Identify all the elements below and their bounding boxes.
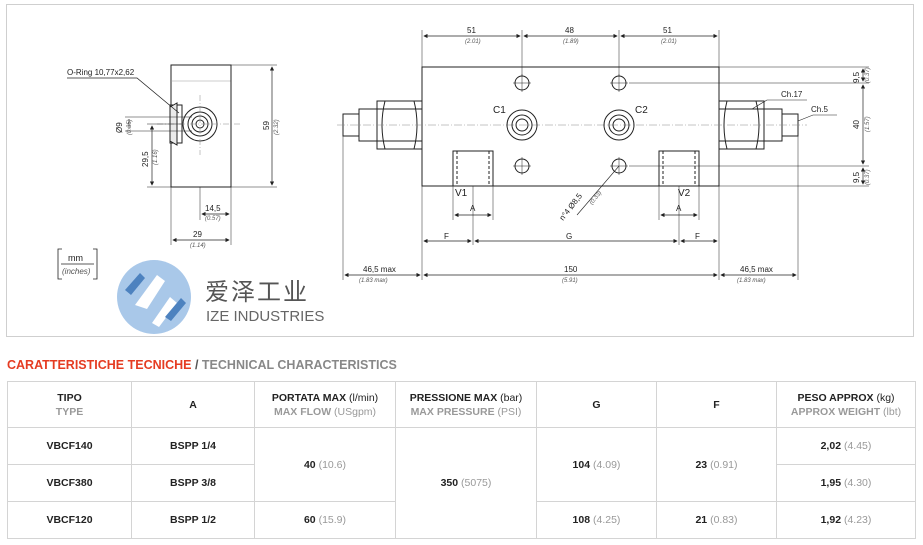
top-dim-1: 51 <box>467 26 476 35</box>
cell-tipo: VBCF140 <box>7 427 132 465</box>
port-c1-label: C1 <box>493 105 506 116</box>
overall-center: 150 <box>564 265 578 274</box>
header-pressure: PRESSIONE MAX (bar)MAX PRESSURE (PSI) <box>395 381 537 428</box>
f-dim-left: F <box>444 232 449 241</box>
hole-inch: (0.33) <box>589 190 603 206</box>
port-v2 <box>658 150 700 187</box>
cell-pressure: 350 (5075) <box>395 427 537 539</box>
right-dim-3-inch: (0.37) <box>865 169 871 185</box>
cell-tipo: VBCF380 <box>7 464 132 502</box>
units-inches: (inches) <box>62 267 91 276</box>
top-dim-3-inch: (2.01) <box>661 39 677 45</box>
header-a: A <box>131 381 255 428</box>
table-row: VBCF140 BSPP 1/4 40 (10.6) 350 (5075) 10… <box>7 427 916 539</box>
side-offset-label: 14,5 <box>205 204 221 213</box>
right-dim-2: 40 <box>852 120 861 129</box>
side-port-height-inch: (1.16) <box>153 149 159 165</box>
overall-right-inch: (1.83 max) <box>737 278 766 284</box>
top-dim-2: 48 <box>565 26 574 35</box>
top-dim-1-inch: (2.01) <box>465 39 481 45</box>
cell-g: 108 (4.25) <box>536 501 657 539</box>
port-c2 <box>603 109 635 141</box>
cell-f: 23 (0.91) <box>656 427 777 502</box>
overall-left: 46,5 max <box>363 265 396 274</box>
section-title: CARATTERISTICHE TECNICHE / TECHNICAL CHA… <box>7 358 397 372</box>
side-height-inch: (2.32) <box>274 119 280 135</box>
section-title-it: CARATTERISTICHE TECNICHE <box>7 358 192 372</box>
header-f: F <box>656 381 777 428</box>
side-view <box>67 64 277 245</box>
technical-drawing: O-Ring 10,77x2,62 59 (2.32) 29 (1.14) 14… <box>57 26 871 334</box>
units-legend <box>57 248 98 280</box>
side-diameter-label: Ø9 <box>115 122 124 133</box>
front-view <box>337 30 869 280</box>
overall-left-inch: (1.83 max) <box>359 278 388 284</box>
side-width-inch: (1.14) <box>190 243 206 249</box>
cell-g: 104 (4.09) <box>536 427 657 502</box>
right-dim-2-inch: (1.57) <box>865 116 871 132</box>
side-diameter-inch: (0.35) <box>127 119 133 135</box>
table-row: VBCF120 BSPP 1/2 60 (15.9) 108 (4.25) 21… <box>7 501 916 539</box>
cell-a: BSPP 3/8 <box>131 464 255 502</box>
port-v1-label: V1 <box>455 188 468 199</box>
port-v1 <box>452 150 494 187</box>
table-row: VBCF380 BSPP 3/8 1,95 (4.30) <box>7 464 916 502</box>
top-dim-3: 51 <box>663 26 672 35</box>
port-v2-label: V2 <box>678 188 691 199</box>
ize-logo <box>117 260 191 334</box>
front-view-body <box>421 66 720 187</box>
header-flow: PORTATA MAX (l/min)MAX FLOW (USgpm) <box>254 381 396 428</box>
a-dim-left: A <box>470 204 476 213</box>
port-c2-label: C2 <box>635 105 648 116</box>
cell-weight: 2,02 (4.45) <box>776 427 916 465</box>
cell-flow: 40 (10.6) <box>254 427 396 502</box>
overall-center-inch: (5.91) <box>562 278 578 284</box>
cell-weight: 1,92 (4.23) <box>776 501 916 539</box>
overall-right: 46,5 max <box>740 265 773 274</box>
header-g: G <box>536 381 657 428</box>
g-dim: G <box>566 232 572 241</box>
oring-label: O-Ring 10,77x2,62 <box>67 68 135 77</box>
logo-chinese: 爱泽工业 <box>205 278 309 306</box>
header-weight: PESO APPROX (kg)APPROX WEIGHT (lbt) <box>776 381 916 428</box>
ch17-label: Ch.17 <box>781 90 803 99</box>
side-port-height-label: 29,5 <box>141 151 150 167</box>
f-dim-right: F <box>695 232 700 241</box>
right-dim-1-inch: (0.37) <box>865 67 871 83</box>
technical-drawing-panel: O-Ring 10,77x2,62 59 (2.32) 29 (1.14) 14… <box>6 4 914 337</box>
right-dim-1: 9,5 <box>852 71 861 83</box>
right-dim-3: 9,5 <box>852 171 861 183</box>
cell-tipo: VBCF120 <box>7 501 132 539</box>
cell-flow: 60 (15.9) <box>254 501 396 539</box>
cell-weight: 1,95 (4.30) <box>776 464 916 502</box>
port-c1 <box>506 109 538 141</box>
units-mm: mm <box>68 253 83 263</box>
top-dim-2-inch: (1.89) <box>563 39 579 45</box>
cell-a: BSPP 1/4 <box>131 427 255 465</box>
side-width-label: 29 <box>193 230 202 239</box>
ch5-label: Ch.5 <box>811 105 828 114</box>
side-offset-inch: (0.57) <box>205 216 221 222</box>
section-title-separator: / <box>191 358 202 372</box>
a-dim-right: A <box>676 204 682 213</box>
section-title-en: TECHNICAL CHARACTERISTICS <box>201 358 397 372</box>
cell-a: BSPP 1/2 <box>131 501 255 539</box>
side-height-label: 59 <box>262 121 271 130</box>
cell-f: 21 (0.83) <box>656 501 777 539</box>
hole-label: n°4 Ø8,5 <box>557 191 584 222</box>
logo-english: IZE INDUSTRIES <box>206 308 324 325</box>
